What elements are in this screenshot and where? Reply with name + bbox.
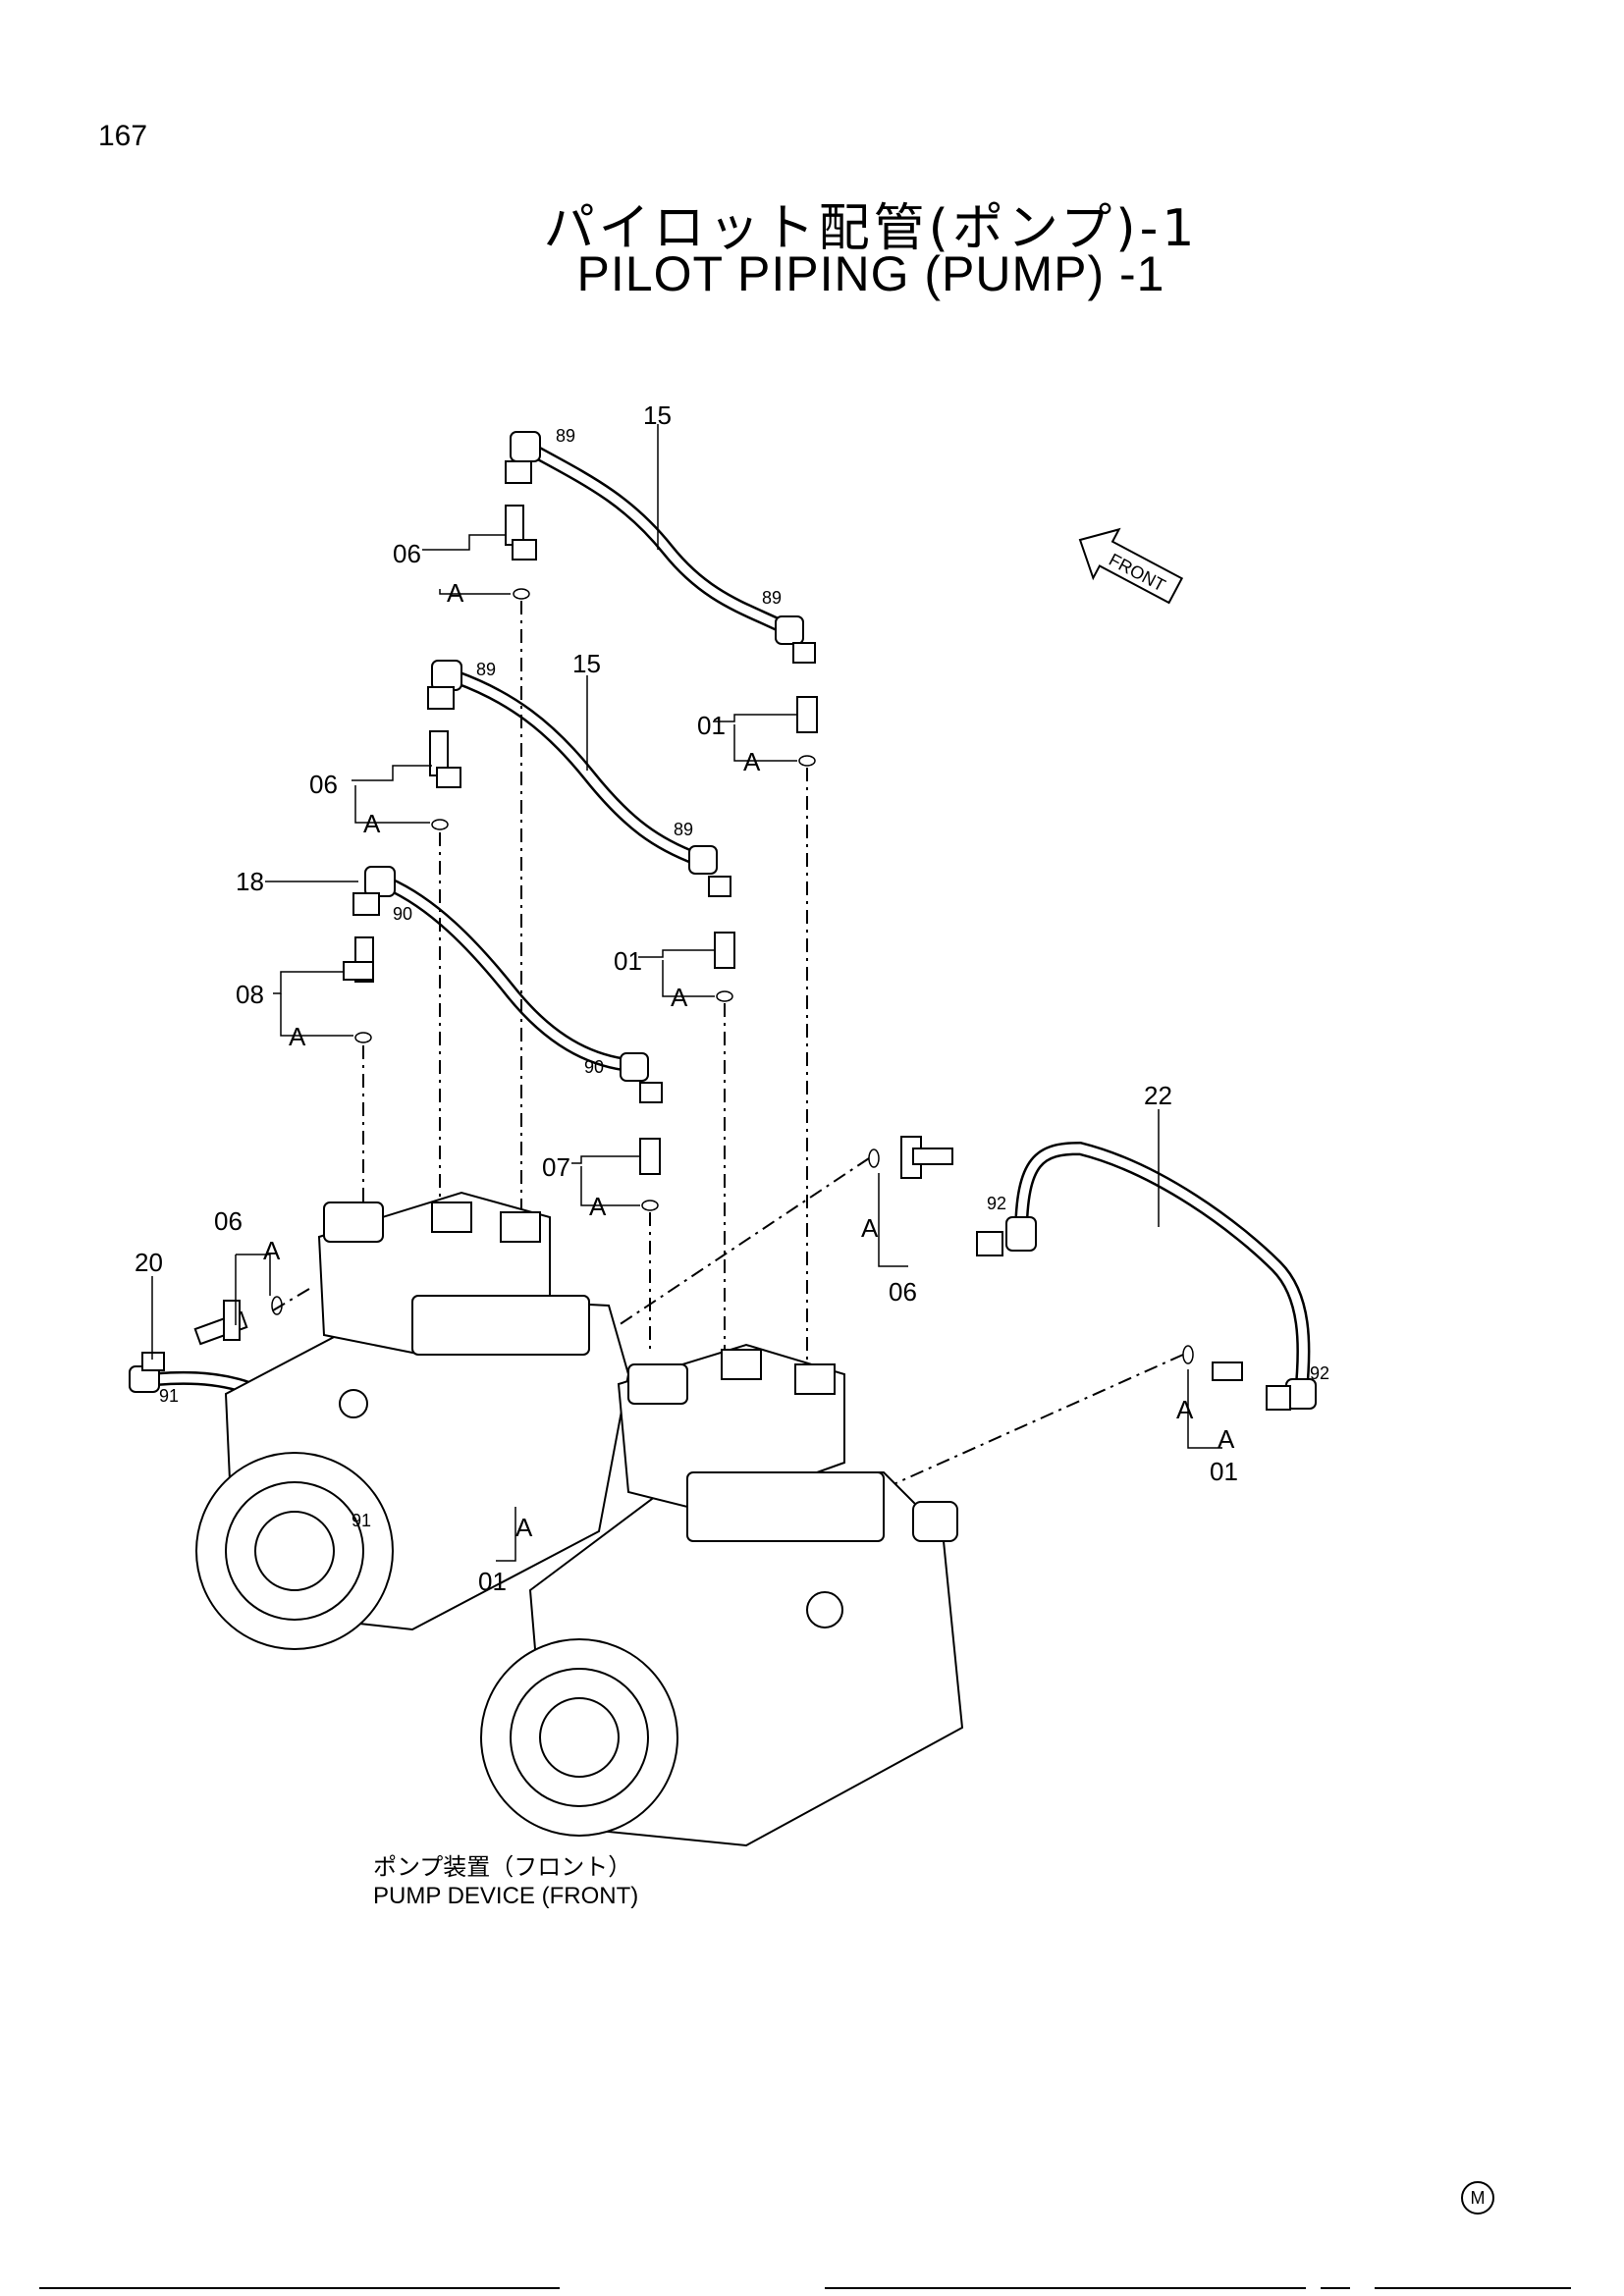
callout-a-8: A [1176,1395,1194,1424]
pump-device-right [480,1343,964,1847]
callout-92-a: 92 [987,1194,1006,1213]
callout-06-left: 06 [214,1206,243,1236]
footer-rule-mid [825,2287,1306,2289]
leader-lines [151,424,1222,1562]
callout-01-mid: 01 [614,946,642,976]
fitting-tee-06-upper [505,505,537,600]
pilot-pipe-22 [976,1141,1317,1411]
footer-rule-left [39,2287,560,2289]
fitting-tee-06-left [193,1296,283,1346]
fitting-tee-06-mid [429,730,461,830]
callout-20: 20 [135,1248,163,1277]
callout-91-a: 91 [159,1386,179,1406]
fitting-tee-08 [343,936,374,1043]
page-title-japanese: パイロット配管(ポンプ)-1 [543,199,1199,258]
callout-89-d: 89 [674,820,693,839]
callout-a-1: A [447,578,464,608]
fitting-adapter-07 [639,1138,661,1211]
callout-15-upper: 15 [643,400,672,430]
footer-rule-right [1321,2287,1350,2289]
caption-english: PUMP DEVICE (FRONT) [373,1883,639,1909]
callout-89-c: 89 [476,660,496,679]
callout-a-11: A [1218,1424,1235,1454]
callout-a-10: A [515,1513,533,1542]
callout-15-lower: 15 [572,649,601,678]
pilot-pipe-15-upper [505,431,816,664]
callout-89-a: 89 [556,426,575,446]
page-title-english: PILOT PIPING (PUMP) -1 [576,246,1165,301]
fitting-tee-06-right [868,1136,953,1179]
callout-labels: 15 15 22 18 20 06 06 06 06 01 01 01 01 0… [135,400,1329,1596]
callout-01-upper: 01 [697,711,726,740]
m-mark-icon: M [1461,2181,1494,2215]
fitting-adapter-01-right [1182,1345,1243,1381]
front-arrow-icon: FRONT [1078,527,1184,605]
callout-07: 07 [542,1152,570,1182]
callout-a-2: A [363,809,381,838]
callout-a-3: A [289,1022,306,1051]
callout-06-mid: 06 [309,770,338,799]
callout-a-5: A [671,983,688,1012]
fitting-adapter-01-mid [714,932,735,1002]
callout-a-4: A [743,747,761,776]
callout-18: 18 [236,867,264,896]
callout-a-7: A [861,1213,879,1243]
callout-01-right: 01 [1210,1457,1238,1486]
callout-91-b: 91 [352,1511,371,1530]
callout-06-upper: 06 [393,539,421,568]
pilot-pipe-15-lower [427,660,731,897]
caption-japanese: ポンプ装置（フロント） [373,1853,632,1881]
footer-rule-end [1375,2287,1571,2289]
pilot-pipe-18 [352,866,663,1103]
callout-01-lower: 01 [478,1567,507,1596]
callout-a-6: A [589,1192,607,1221]
page-number: 167 [98,120,148,152]
pump-device-left [195,1191,630,1650]
fitting-adapter-01-upper [796,696,818,767]
callout-a-9: A [263,1236,281,1265]
callout-90-b: 90 [584,1057,604,1077]
callout-22: 22 [1144,1081,1172,1110]
callout-89-b: 89 [762,588,782,608]
center-lines [272,601,1184,1503]
callout-06-right: 06 [889,1277,917,1307]
callout-08: 08 [236,980,264,1009]
callout-92-b: 92 [1310,1363,1329,1383]
callout-90-a: 90 [393,904,412,924]
